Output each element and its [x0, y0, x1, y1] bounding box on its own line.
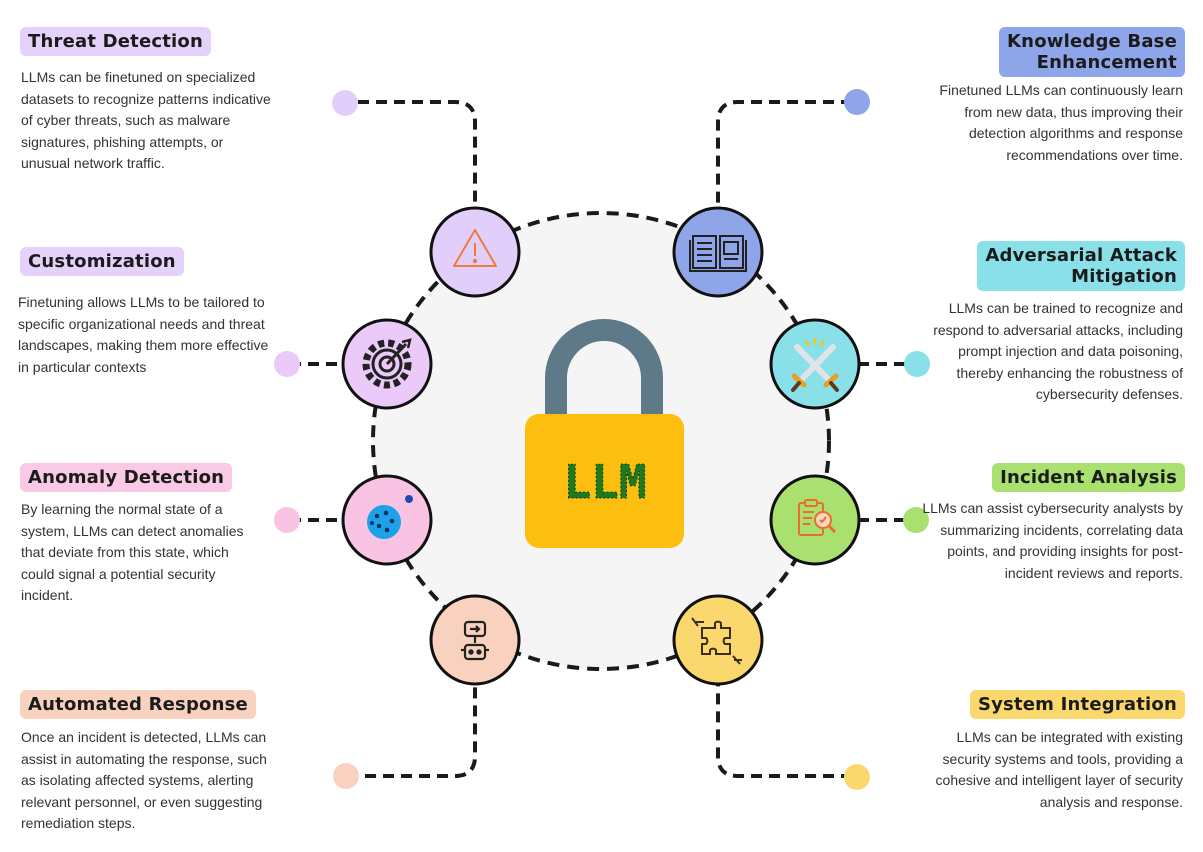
dot-system-integration: [844, 764, 870, 790]
cell-anomaly-icon: [367, 495, 413, 539]
desc-incident-analysis: LLMs can assist cybersecurity analysts b…: [922, 500, 1183, 581]
node-system-integration: [672, 594, 764, 686]
desc-customization: Finetuning allows LLMs to be tailored to…: [18, 294, 269, 375]
node-automated-response: [429, 594, 521, 686]
title-adversarial-attack: Adversarial Attack Mitigation: [977, 241, 1185, 291]
target-gear-icon: [362, 338, 412, 389]
title-adversarial-attack-line1: Adversarial Attack: [985, 245, 1177, 266]
connector-knowledge-base: [716, 100, 852, 208]
dot-knowledge-base: [844, 89, 870, 115]
crossed-swords-icon: [791, 338, 839, 392]
node-knowledge-base: [672, 206, 764, 298]
desc-system-integration: LLMs can be integrated with existing sec…: [935, 729, 1183, 810]
center-label: LLM: [563, 455, 646, 509]
robot-icon: [461, 620, 489, 661]
warning-triangle-icon: [453, 229, 497, 267]
dot-anomaly-detection: [274, 507, 300, 533]
title-anomaly-detection: Anomaly Detection: [20, 463, 233, 492]
title-adversarial-attack-line2: Mitigation: [1071, 266, 1177, 287]
node-adversarial-attack: [769, 318, 861, 410]
desc-adversarial-attack: LLMs can be trained to recognize and res…: [933, 300, 1183, 402]
puzzle-hands-icon: [691, 617, 742, 665]
dot-incident-analysis: [903, 507, 929, 533]
dot-adversarial-attack: [904, 351, 930, 377]
open-book-icon: [689, 235, 747, 272]
title-threat-detection: Threat Detection: [20, 27, 211, 56]
desc-threat-detection: LLMs can be finetuned on specialized dat…: [21, 69, 271, 171]
title-knowledge-base: Knowledge Base Enhancement: [999, 27, 1185, 77]
dot-automated-response: [333, 763, 359, 789]
title-incident-analysis: Incident Analysis: [992, 463, 1185, 492]
clipboard-analysis-icon: [798, 499, 837, 536]
connector-system-integration: [716, 685, 852, 778]
connector-automated-response: [347, 685, 477, 778]
title-knowledge-base-line1: Knowledge Base: [1007, 31, 1177, 52]
connector-threat-detection: [358, 100, 477, 208]
node-customization: [341, 318, 433, 410]
title-system-integration: System Integration: [969, 690, 1185, 719]
title-knowledge-base-line2: Enhancement: [1036, 52, 1177, 73]
title-automated-response: Automated Response: [20, 690, 256, 719]
title-customization: Customization: [20, 247, 184, 276]
desc-knowledge-base: Finetuned LLMs can continuously learn fr…: [939, 82, 1183, 163]
dot-customization: [274, 351, 300, 377]
desc-anomaly-detection: By learning the normal state of a system…: [21, 501, 244, 603]
node-threat-detection: [429, 206, 521, 298]
node-anomaly-detection: [341, 474, 433, 566]
dot-threat-detection: [332, 90, 358, 116]
node-incident-analysis: [769, 474, 861, 566]
desc-automated-response: Once an incident is detected, LLMs can a…: [21, 729, 267, 831]
padlock-icon: [525, 319, 684, 548]
